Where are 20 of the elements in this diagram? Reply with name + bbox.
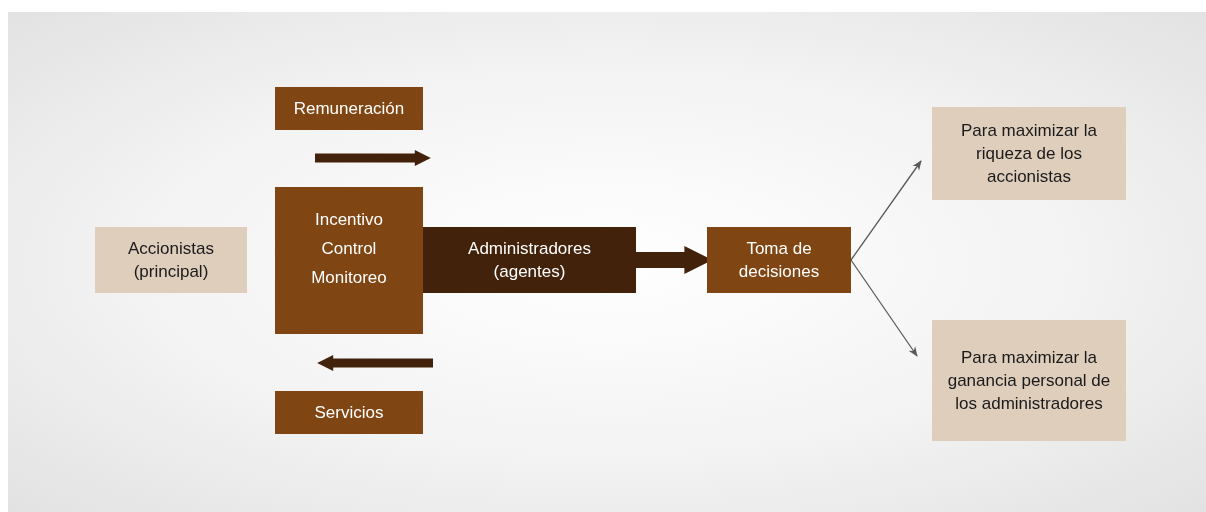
label-box xyxy=(95,227,247,293)
node-text: Remuneración xyxy=(293,98,405,120)
node-text: Monitoreo xyxy=(311,267,387,289)
node-text: Incentivo xyxy=(314,209,383,231)
node-text: Accionistas (principal) xyxy=(127,238,215,283)
node-text: Para maximizar la riqueza de los accionistas xyxy=(959,120,1098,188)
node-text: Servicios xyxy=(314,402,384,424)
process-box xyxy=(275,187,423,334)
outcome-box xyxy=(932,320,1126,441)
label-box xyxy=(275,391,423,434)
outcome-box xyxy=(932,107,1126,200)
process-box xyxy=(707,227,851,293)
node-text: Control xyxy=(321,238,377,260)
process-box xyxy=(423,227,636,293)
node-text: Administradores (agentes) xyxy=(467,238,592,283)
arrow xyxy=(850,160,922,261)
arrow xyxy=(850,259,918,357)
node-text: Toma de decisiones xyxy=(737,238,821,283)
label-box xyxy=(275,87,423,130)
node-text: Para maximizar la ganancia personal de los administradores xyxy=(946,347,1112,415)
